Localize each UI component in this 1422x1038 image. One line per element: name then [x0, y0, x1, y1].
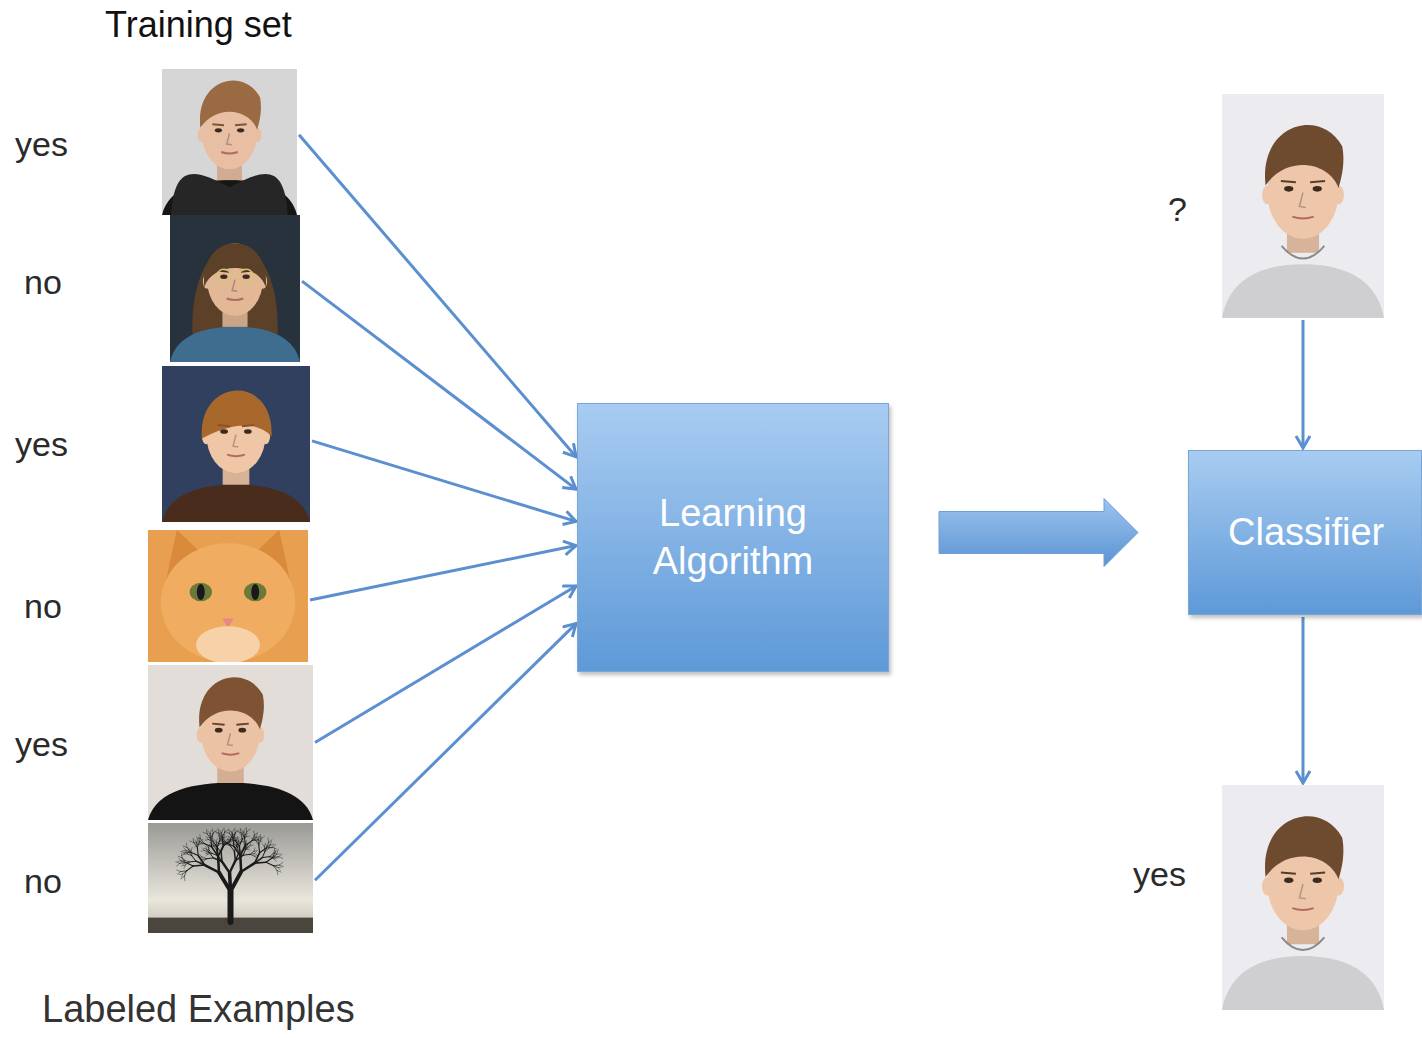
class-label: yes	[15, 126, 68, 163]
connectors	[299, 135, 1303, 881]
photo	[148, 823, 313, 933]
photo	[148, 665, 313, 820]
class-label: yes	[15, 726, 68, 763]
class-label: no	[24, 588, 62, 625]
class-label: yes	[15, 426, 68, 463]
arrow-line	[1302, 617, 1305, 783]
caption: Labeled Examples	[42, 988, 355, 1031]
box-label: Learning Algorithm	[637, 490, 829, 585]
photo	[162, 366, 310, 522]
example-image: ?	[1222, 94, 1384, 318]
arrow-line	[312, 441, 576, 521]
class-label: yes	[1133, 856, 1186, 893]
process-box: Learning Algorithm	[577, 403, 889, 672]
photo	[170, 215, 300, 362]
class-label: ?	[1168, 191, 1187, 228]
arrow-line	[1302, 320, 1305, 448]
arrow-line	[315, 586, 576, 743]
example-image: no	[170, 215, 300, 362]
arrow-line	[315, 624, 576, 881]
example-image: yes	[148, 665, 313, 820]
box-label: Classifier	[1228, 509, 1382, 557]
class-label: no	[24, 863, 62, 900]
example-image: no	[148, 530, 308, 662]
arrow-line	[302, 281, 576, 489]
example-image: yes	[162, 69, 297, 215]
photo	[162, 69, 297, 215]
example-image: yes	[162, 366, 310, 522]
example-image: no	[148, 823, 313, 933]
photo	[148, 530, 308, 662]
arrow-line	[299, 135, 576, 457]
photo	[1222, 94, 1384, 318]
example-image: yes	[1222, 785, 1384, 1010]
arrow-line	[310, 546, 576, 600]
class-label: no	[24, 264, 62, 301]
title: Training set	[105, 4, 292, 46]
block-arrow	[939, 499, 1138, 567]
photo	[1222, 785, 1384, 1010]
process-box: Classifier	[1188, 450, 1422, 615]
